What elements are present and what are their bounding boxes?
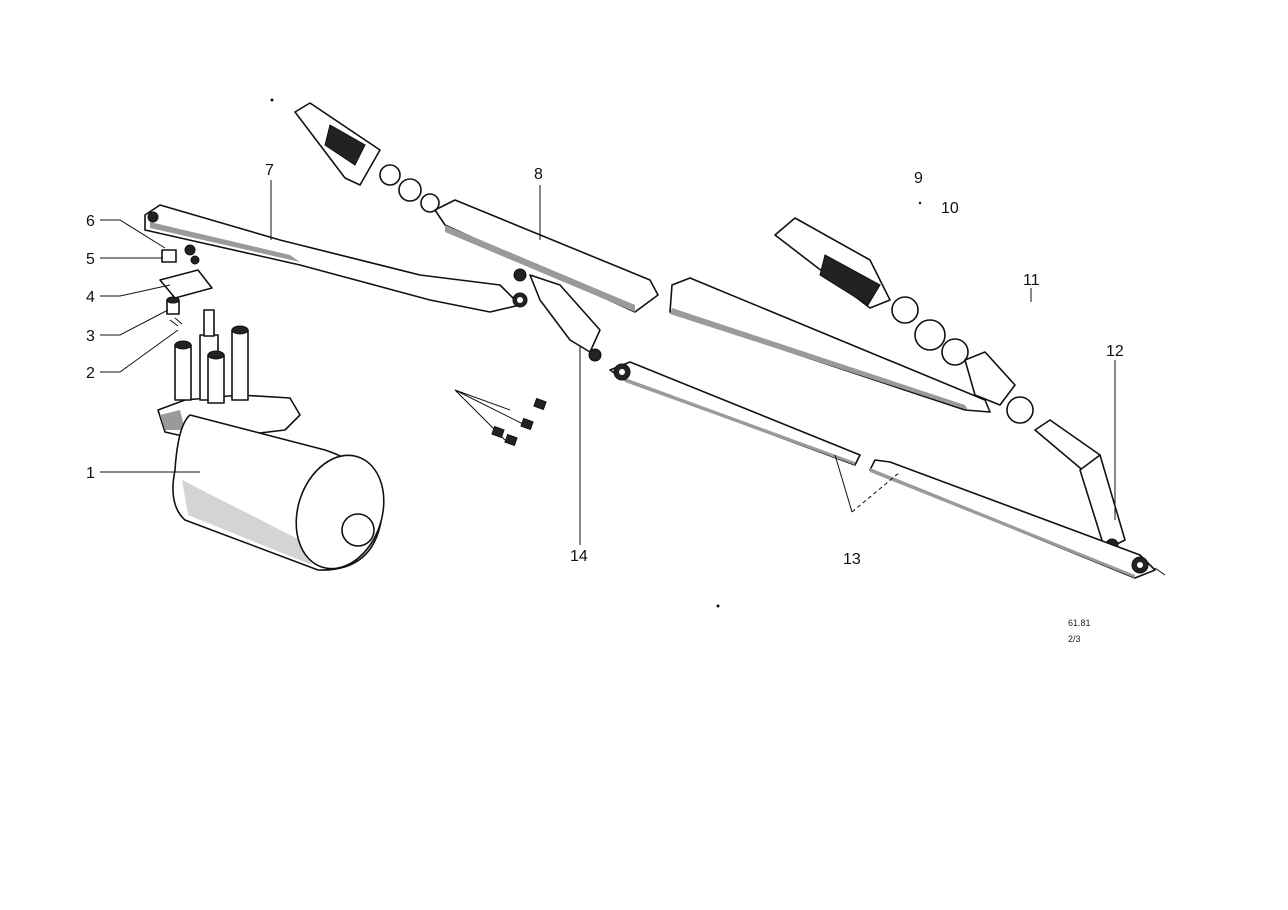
speck <box>918 201 922 205</box>
small-fasteners <box>149 212 213 327</box>
callout-4: 4 <box>86 289 95 306</box>
wiper-motor <box>157 309 547 571</box>
leader-lines <box>100 180 1116 545</box>
callout-9: 9 <box>914 170 923 187</box>
callout-13: 13 <box>843 551 861 568</box>
speck <box>270 98 274 102</box>
right-wiper-arm <box>669 217 1034 424</box>
callout-7: 7 <box>265 162 274 179</box>
callout-5: 5 <box>86 251 95 268</box>
drawing-code-line2: 2/3 <box>1068 634 1081 644</box>
callout-labels: 1 2 3 4 5 6 7 8 9 10 11 12 13 14 <box>86 162 1124 568</box>
crank-arm <box>144 204 528 313</box>
callout-14: 14 <box>570 548 588 565</box>
callout-8: 8 <box>534 166 543 183</box>
drawing-code-line1: 61.81 <box>1068 618 1091 628</box>
left-wiper-arm <box>294 102 659 362</box>
callout-3: 3 <box>86 328 95 345</box>
speck <box>716 604 720 608</box>
callout-11: 11 <box>1023 272 1040 289</box>
callout-2: 2 <box>86 365 95 382</box>
callout-12: 12 <box>1106 343 1124 360</box>
linkage-rods <box>609 361 1166 579</box>
callout-1: 1 <box>86 465 95 482</box>
callout-6: 6 <box>86 213 95 230</box>
drawing-code: 61.81 2/3 <box>1068 618 1091 644</box>
callout-10: 10 <box>941 200 959 217</box>
